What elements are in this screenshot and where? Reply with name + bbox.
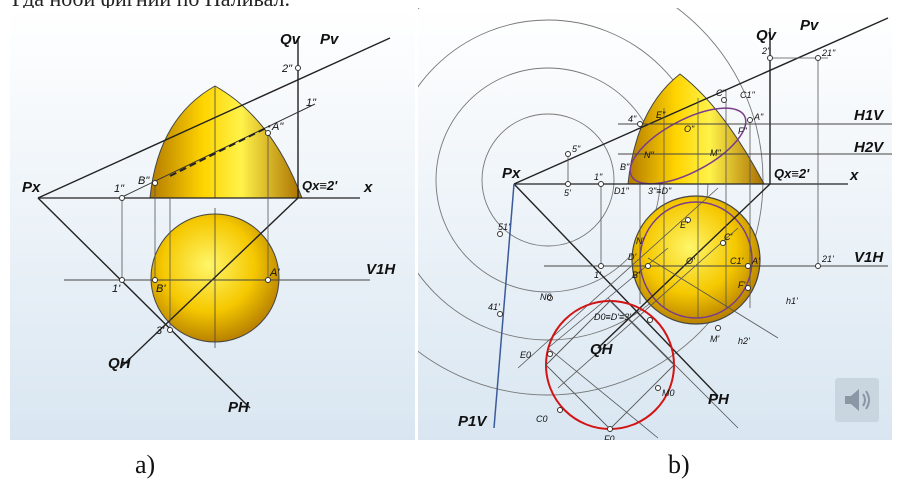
label-5h: 5' (564, 188, 571, 198)
label-1v-right: 1" (306, 97, 317, 109)
label-h1: h1' (786, 296, 798, 306)
label-51: 51' (498, 222, 510, 232)
label-oh: O' (686, 256, 695, 266)
label-qv: Qv (280, 31, 302, 48)
label-d1v: D1" (614, 186, 630, 196)
label-av: A" (271, 121, 284, 133)
label-f0: F0 (604, 434, 615, 440)
label-nh: N' (636, 236, 644, 246)
label-h2: h2' (738, 336, 750, 346)
label-2v: 2" (761, 46, 771, 56)
label-1h: 1' (594, 270, 601, 280)
caption-b: b) (668, 450, 690, 479)
label-c1v: C1" (740, 90, 756, 100)
label-5v: 5" (572, 144, 581, 154)
label-x: x (849, 167, 859, 184)
label-fh: F' (738, 280, 745, 290)
label-qv: Qv (756, 27, 778, 44)
label-d0: D0≡D'≡3' (594, 312, 631, 322)
label-ph: PH (228, 399, 250, 416)
label-pv: Pv (320, 31, 340, 48)
label-e0: E0 (520, 350, 531, 360)
label-av: A" (753, 112, 764, 122)
label-nv: N" (644, 150, 654, 160)
true-shape-square (545, 300, 675, 430)
pv-trace-line (513, 17, 889, 185)
label-ch: C' (724, 232, 732, 242)
label-px: Px (502, 165, 521, 182)
label-qh: QH (108, 355, 132, 372)
label-c0: C0 (536, 414, 548, 424)
caption-a: a) (135, 450, 156, 479)
label-p1v: P1V (458, 413, 488, 430)
label-v1h: V1H (366, 261, 396, 278)
label-qh: QH (590, 341, 614, 358)
label-dh: D' (628, 252, 636, 262)
label-bv: B" (138, 175, 150, 187)
hidden-section-curve (169, 125, 271, 177)
label-4v: 4" (628, 114, 637, 124)
pv-trace-line (37, 37, 391, 199)
label-1v: 1" (594, 172, 603, 182)
label-cv: C" (716, 88, 726, 98)
points-a (119, 65, 301, 333)
label-qx: Qx≡2' (302, 178, 338, 193)
dome-front-view (627, 73, 765, 185)
label-ah: A' (751, 256, 760, 266)
ph-trace-line (513, 183, 719, 397)
label-ov: O" (684, 124, 695, 134)
section-ellipse-front (629, 107, 747, 185)
label-n0: N0 (540, 292, 552, 302)
label-qx: Qx≡2' (774, 166, 810, 181)
top-text: Гда ноби фигний по Наливал. (12, 0, 290, 12)
label-v1h: V1H (854, 249, 884, 266)
label-x: x (363, 179, 373, 196)
label-41: 41' (488, 302, 500, 312)
label-eh: E' (680, 220, 688, 230)
label-ev: E" (656, 110, 666, 120)
label-h1v: H1V (854, 107, 885, 124)
label-3h: 3' (156, 325, 165, 337)
speaker-icon[interactable] (835, 378, 879, 422)
label-fv: F" (738, 126, 747, 136)
label-px: Px (22, 179, 41, 196)
label-bh: B' (632, 270, 640, 280)
label-ph: PH (708, 391, 730, 408)
label-c1h: C1' (730, 256, 744, 266)
ph-trace-line (37, 197, 251, 409)
label-bv: B" (620, 162, 630, 172)
label-21v: 21" (821, 48, 836, 58)
label-2v: 2" (281, 63, 293, 75)
label-mv: M" (710, 148, 721, 158)
label-m0: M0 (662, 388, 675, 398)
top-text-strip: Гда ноби фигний по Наливал. (0, 0, 901, 18)
p1v-trace-line (493, 183, 515, 429)
label-mh: M' (710, 334, 719, 344)
label-pv: Pv (800, 17, 820, 34)
label-bh: B' (156, 283, 166, 295)
diagram-b: Qv Pv H1V H2V V1H Px x Qx≡2' 2" 21" 4" 5… (418, 8, 892, 440)
diagram-a: Qv Pv 2" 1" A" B" 1" Px x Qx≡2' V1H 1' B… (10, 8, 415, 440)
label-21h: 21' (821, 254, 834, 264)
label-3v: 3"≡D" (648, 186, 672, 196)
points-b (497, 55, 821, 432)
label-1v: 1" (114, 183, 125, 195)
label-h2v: H2V (854, 139, 885, 156)
label-ah: A' (269, 267, 280, 279)
label-1h: 1' (112, 283, 121, 295)
